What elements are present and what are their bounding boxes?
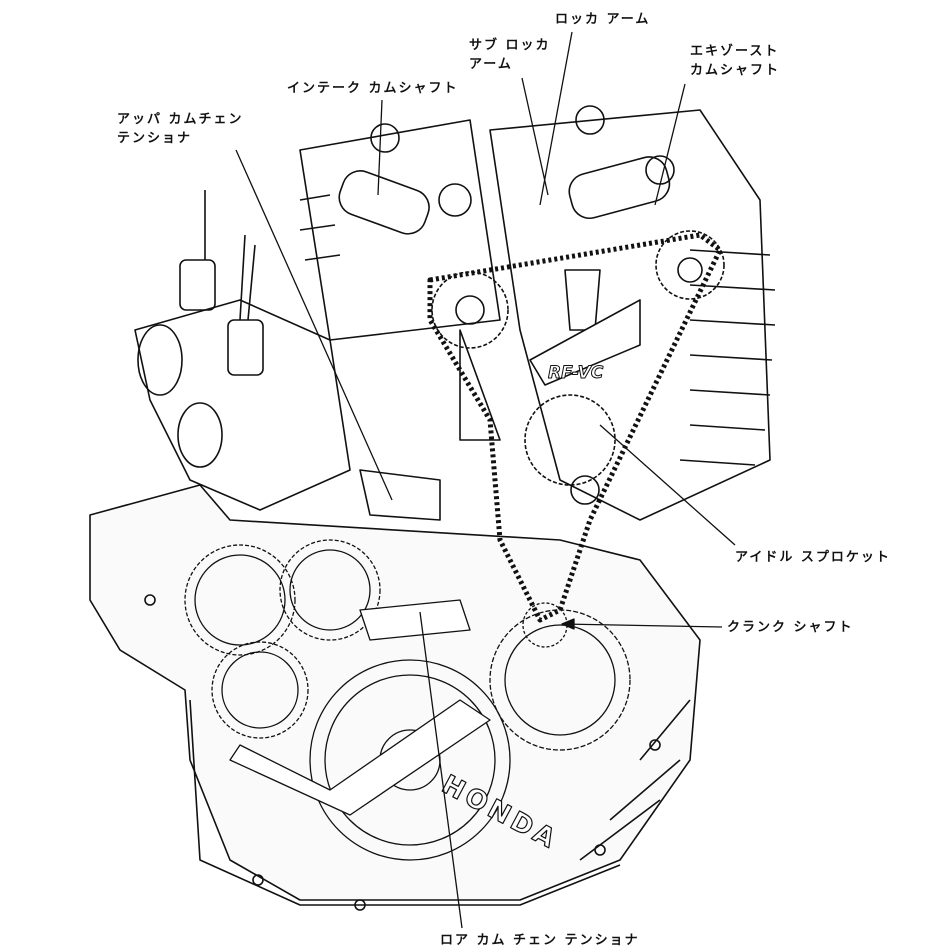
label-crankshaft: クランク シャフト [727, 620, 854, 635]
cylinder-block [299, 109, 776, 521]
carburetor [134, 190, 441, 521]
label-line: エキゾースト [690, 44, 780, 59]
label-exhaust-camshaft: エキゾースト カムシャフト [690, 42, 780, 80]
leader-sub-rocker-arm [521, 77, 549, 196]
label-idle-sprocket: アイドル スプロケット [735, 550, 891, 565]
label-line: アッパ カムチェン [117, 112, 244, 127]
label-line: テンショナ [117, 131, 193, 146]
leader-lower-tensioner [419, 611, 463, 929]
leader-lines [235, 31, 736, 929]
leader-exhaust-camshaft [654, 83, 686, 206]
label-sub-rocker-arm: サブ ロッカ アーム [469, 36, 551, 74]
label-line: サブ ロッカ [469, 38, 551, 53]
gear-train [184, 539, 631, 861]
label-intake-camshaft: インテーク カムシャフト [287, 81, 459, 96]
cam-chain [427, 230, 725, 623]
leader-upper-tensioner [235, 149, 393, 501]
head-logo: RF-VC [548, 363, 604, 383]
leader-rocker-arm [539, 31, 573, 206]
leader-idle-sprocket [599, 424, 736, 546]
label-line: カムシャフト [690, 63, 781, 78]
crankcase [89, 484, 701, 911]
label-rocker-arm: ロッカ アーム [555, 12, 651, 27]
leader-crankshaft [561, 623, 723, 628]
leader-intake-camshaft [377, 99, 383, 196]
label-lower-cam-chain-tensioner: ロア カム チェン テンショナ [440, 933, 640, 948]
label-line: アーム [469, 57, 513, 72]
label-upper-cam-chain-tensioner: アッパ カムチェン テンショナ [117, 110, 244, 148]
